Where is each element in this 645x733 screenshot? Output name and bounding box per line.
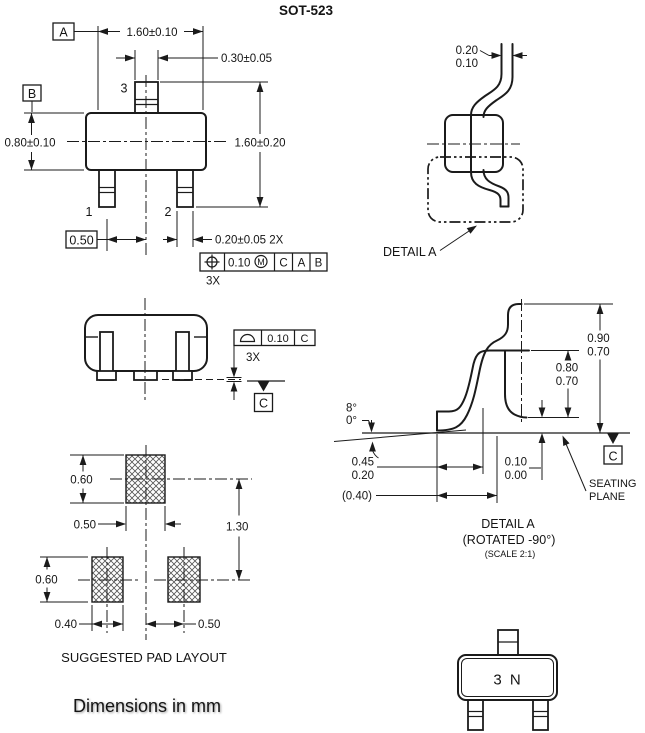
dim-lead-height-min: 0.70 — [556, 376, 578, 388]
detail-a-rotated: 0.90 0.70 0.80 0.70 0.10 0.00 0.45 0.20 … — [333, 299, 636, 559]
marking-pin1 — [467, 699, 484, 731]
pin2-lead — [176, 169, 194, 208]
dim-row-pitch: 1.30 — [226, 522, 248, 534]
pad-layout-caption: SUGGESTED PAD LAYOUT — [61, 650, 227, 665]
dim-overall-height: 1.60±0.20 — [234, 138, 285, 150]
dim-pad1-height: 0.60 — [35, 575, 57, 587]
detail-a-scale-note: (SCALE 2:1) — [485, 549, 536, 559]
top-view: A 1.60±0.10 0.30±0.05 B 0.80±0.10 — [4, 22, 328, 288]
lead-profile-outer-top — [482, 43, 514, 118]
pin3-lead — [134, 81, 159, 114]
profile-datum: C — [301, 333, 309, 345]
dim-lead-thickness-min: 0.10 — [456, 58, 478, 70]
pin1-lead — [98, 169, 116, 208]
lead-gullwing-outer — [436, 303, 523, 432]
dim-standoff-max: 0.10 — [505, 457, 527, 469]
dim-foot-ref: (0.40) — [342, 491, 372, 503]
pin2-number: 2 — [165, 205, 172, 219]
position-fcf: 0.10 M C A B 3X — [199, 252, 328, 288]
position-icon — [204, 254, 220, 270]
detail-a-title: DETAIL A — [481, 517, 535, 531]
fcf-datum-a: A — [298, 258, 306, 270]
dim-lead-height-max: 0.80 — [556, 363, 578, 375]
lead-profile-outer-bottom — [482, 169, 510, 208]
profile-fcf: 0.10 C — [233, 329, 316, 347]
datum-c-box — [253, 392, 274, 413]
detail-a-subtitle: (ROTATED -90°) — [463, 533, 556, 547]
lead2-foot — [172, 370, 193, 381]
detail-a-callout-label: DETAIL A — [383, 245, 437, 259]
datum-c-triangle-icon — [257, 381, 270, 392]
pin3-number: 3 — [121, 82, 128, 96]
dim-foot-length-max: 0.45 — [352, 457, 374, 469]
fcf-count: 3X — [206, 276, 220, 288]
seating-plane-label-2: PLANE — [589, 491, 625, 503]
datum-c-label: C — [608, 450, 617, 464]
dim-pad3-width: 0.50 — [74, 520, 96, 532]
dim-lead-overall-min: 0.70 — [587, 347, 609, 359]
dim-pad2-offset: 0.50 — [198, 619, 220, 631]
dim-foot-length-min: 0.20 — [352, 470, 374, 482]
fcf-tolerance: 0.10 — [228, 258, 250, 270]
pad-layout: 0.60 0.50 1.30 0.60 0.40 0.50 S — [35, 445, 252, 665]
dim-pad1-width: 0.40 — [55, 619, 77, 631]
marking-code: 3 N — [493, 672, 522, 689]
dim-foot-angle-max: 8° — [346, 403, 357, 415]
detail-a-boundary — [427, 156, 524, 223]
profile-of-surface-icon — [239, 333, 256, 343]
dim-lead-overall-max: 0.90 — [587, 333, 609, 345]
lead-thickness-callout: 0.20 0.10 DETAIL A — [383, 43, 527, 259]
lead1-foot — [96, 370, 117, 381]
dim-pitch: 0.50 — [69, 234, 93, 248]
dim-lead3-width: 0.30±0.05 — [221, 53, 272, 65]
dim-body-width: 1.60±0.10 — [126, 27, 177, 39]
profile-count: 3X — [246, 352, 260, 364]
fcf-datum-c: C — [279, 258, 287, 270]
lead-gullwing-underside — [504, 349, 528, 419]
datum-c-box — [603, 445, 623, 465]
datum-a-label: A — [59, 26, 68, 40]
datum-c-triangle-icon — [607, 433, 619, 444]
dim-foot-angle-min: 0° — [346, 415, 357, 427]
page-title: SOT-523 — [279, 3, 334, 18]
dim-body-depth: 0.80±0.10 — [4, 138, 55, 150]
dim-lead-thickness-max: 0.20 — [456, 45, 478, 57]
marking-body-inner — [461, 658, 554, 697]
dim-lead-width: 0.20±0.05 2X — [215, 235, 284, 247]
pin1-number: 1 — [86, 205, 93, 219]
marking-view: 3 N — [457, 629, 558, 731]
profile-tolerance: 0.10 — [267, 333, 288, 345]
dim-standoff-min: 0.00 — [505, 470, 527, 482]
front-view: 0.10 C 3X C — [84, 298, 316, 413]
datum-c-label: C — [259, 397, 268, 411]
units-note: Dimensions in mm — [73, 696, 221, 716]
fcf-modifier: M — [257, 257, 265, 267]
fcf-datum-b: B — [315, 258, 323, 270]
dim-pad3-height: 0.60 — [70, 475, 92, 487]
seating-plane-label-1: SEATING — [589, 478, 636, 490]
mmc-modifier-icon — [254, 254, 268, 269]
lead-gullwing-inner — [436, 349, 530, 413]
marking-pin2 — [532, 699, 549, 731]
datum-b-label: B — [28, 87, 36, 101]
